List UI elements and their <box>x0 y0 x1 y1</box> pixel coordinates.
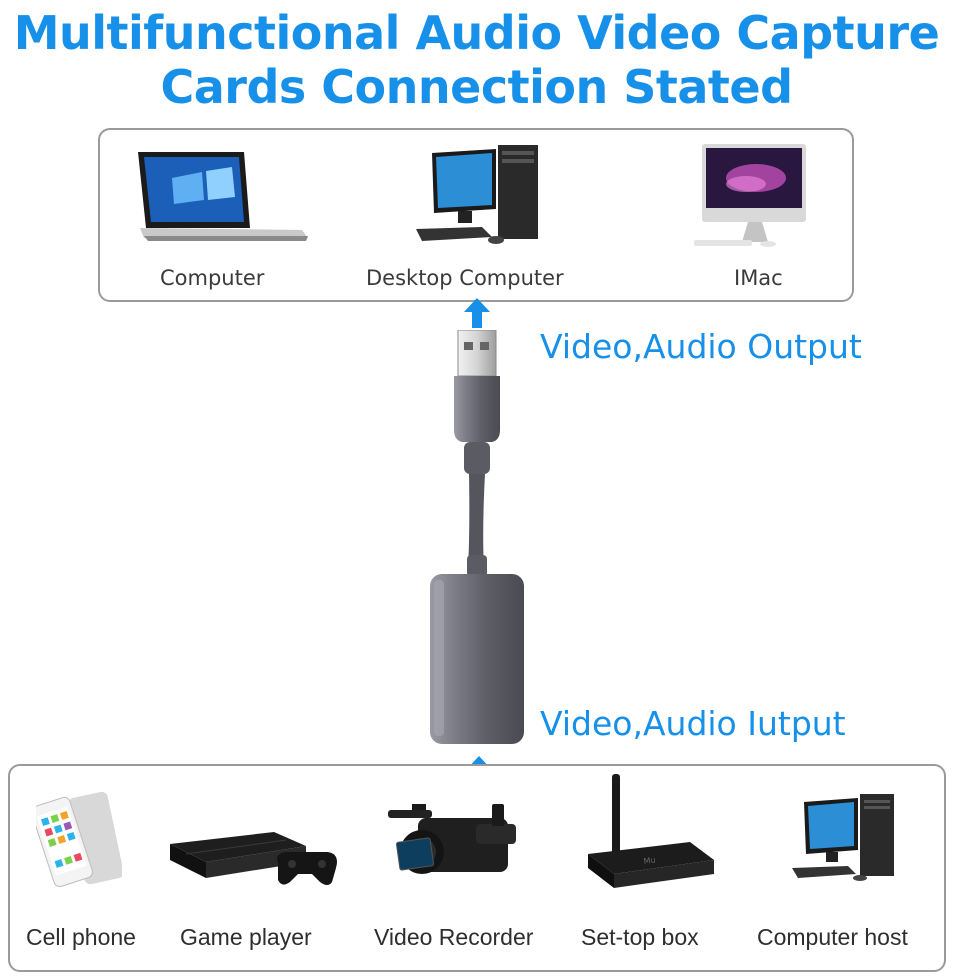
output-label-imac: IMac <box>734 266 783 290</box>
input-label-computer-host: Computer host <box>757 924 908 950</box>
imac-icon <box>694 144 806 247</box>
computer-host-icon <box>792 794 894 881</box>
capture-card-device-icon <box>430 330 524 744</box>
page-title: Multifunctional Audio Video Capture Card… <box>0 6 953 114</box>
arrow-up-output-icon <box>464 298 490 328</box>
input-label-game-player: Game player <box>180 924 312 950</box>
output-label-computer: Computer <box>160 266 265 290</box>
input-label-set-top-box: Set-top box <box>581 924 699 950</box>
output-caption: Video,Audio Output <box>540 327 862 366</box>
cell-phone-icon <box>36 791 122 888</box>
desktop-computer-icon <box>416 145 538 244</box>
input-label-video-recorder: Video Recorder <box>374 924 534 950</box>
set-top-box-icon: Mu <box>588 774 714 888</box>
title-line-2: Cards Connection Stated <box>160 60 793 114</box>
video-camera-icon <box>388 804 516 874</box>
laptop-icon <box>138 152 308 241</box>
input-caption: Video,Audio Iutput <box>540 704 846 743</box>
title-line-1: Multifunctional Audio Video Capture <box>13 6 940 60</box>
game-console-icon <box>170 832 337 885</box>
input-label-cell-phone: Cell phone <box>26 924 136 950</box>
svg-text:Mu: Mu <box>643 855 656 866</box>
output-label-desktop-computer: Desktop Computer <box>366 266 564 290</box>
